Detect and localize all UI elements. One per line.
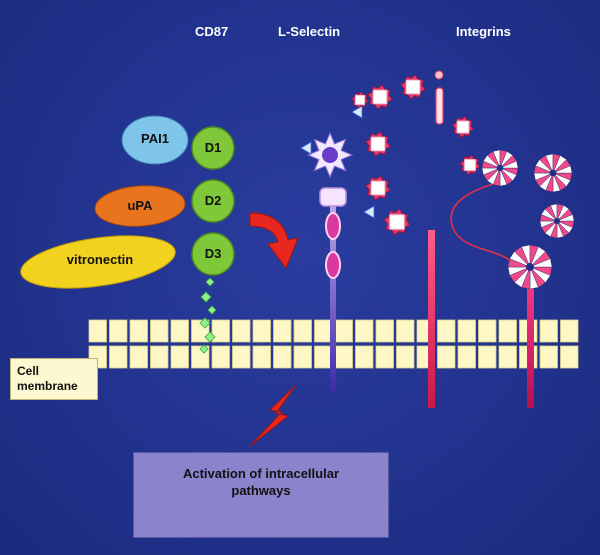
vitronectin-label: vitronectin <box>66 252 134 267</box>
integrin-rosette <box>507 244 553 290</box>
integrin-subunit <box>365 175 391 201</box>
pai1-label: PAI1 <box>141 131 169 146</box>
membrane-cell <box>293 345 312 369</box>
membrane-cell <box>457 319 476 343</box>
membrane-cell <box>170 319 189 343</box>
membrane-cell <box>539 345 558 369</box>
cell-membrane-label: Cell membrane <box>10 358 98 400</box>
d1-label: D1 <box>204 140 222 155</box>
l-selectin-domain <box>325 212 341 240</box>
upa-ellipse <box>94 185 186 227</box>
membrane-cell <box>211 319 230 343</box>
membrane-cell <box>109 319 128 343</box>
integrin-tail <box>450 179 516 266</box>
membrane-cell <box>293 319 312 343</box>
integrin-subunit <box>400 74 426 100</box>
d1-domain <box>191 126 235 170</box>
membrane-cell <box>478 345 497 369</box>
integrin-subunit <box>367 84 393 110</box>
membrane-cell <box>396 319 415 343</box>
membrane-cell <box>252 319 271 343</box>
membrane-cell <box>232 319 251 343</box>
membrane-cell <box>129 319 148 343</box>
membrane-cell <box>314 345 333 369</box>
integrin-rosette <box>533 153 573 193</box>
membrane-cell <box>498 319 517 343</box>
d2-label: D2 <box>204 193 222 208</box>
integrin-dot <box>434 70 444 80</box>
integrin-subunit <box>451 115 475 139</box>
membrane-cell <box>437 319 456 343</box>
l-selectin-stem <box>330 188 336 393</box>
membrane-cell <box>273 345 292 369</box>
membrane-cell <box>150 319 169 343</box>
membrane-cell <box>109 345 128 369</box>
l-selectin-header: L-Selectin <box>278 24 341 39</box>
d3-domain <box>191 232 235 276</box>
integrin-rosette <box>481 149 519 187</box>
integrin-subunit <box>351 91 369 109</box>
activation-box: Activation of intracellular pathways <box>133 452 389 538</box>
membrane-cell <box>129 345 148 369</box>
lightning-bolt-icon <box>249 384 297 447</box>
membrane-cell <box>498 345 517 369</box>
integrin-rosette <box>539 203 575 239</box>
membrane-cell <box>355 345 374 369</box>
integrin-subunit <box>383 208 411 236</box>
gpi-anchor <box>199 277 217 354</box>
membrane-cell <box>232 345 251 369</box>
membrane-cell <box>539 319 558 343</box>
membrane-cell <box>478 319 497 343</box>
selectin-glycan <box>363 205 375 219</box>
integrin-beta-chain <box>481 149 575 290</box>
integrins-header: Integrins <box>456 24 511 39</box>
integrin-bar <box>435 87 444 125</box>
l-selectin-domain <box>325 251 341 279</box>
upa-label: uPA <box>127 198 153 213</box>
membrane-cell <box>252 345 271 369</box>
membrane-cell <box>150 345 169 369</box>
selectin-glycan <box>300 141 312 155</box>
membrane-cell <box>314 319 333 343</box>
membrane-cell <box>396 345 415 369</box>
d3-label: D3 <box>204 246 222 261</box>
membrane-cell <box>273 319 292 343</box>
integrin-alpha-chain <box>351 74 481 236</box>
selectin-glycan <box>351 105 363 119</box>
membrane-cell <box>334 319 353 343</box>
l-selectin-domain <box>319 187 347 207</box>
membrane-cell <box>437 345 456 369</box>
membrane-cell <box>560 319 579 343</box>
membrane-cell <box>88 319 107 343</box>
membrane-cell <box>457 345 476 369</box>
membrane-cell <box>560 345 579 369</box>
l-selectin-head <box>300 105 375 219</box>
d2-domain <box>191 179 235 223</box>
curved-arrow-icon <box>249 212 299 270</box>
integrin-subunit <box>365 131 391 157</box>
integrin-stem <box>527 268 534 408</box>
membrane-cell <box>334 345 353 369</box>
pai1-ellipse <box>121 115 189 165</box>
membrane-cell <box>355 319 374 343</box>
integrin-subunit <box>459 154 481 176</box>
integrin-stem <box>428 230 435 408</box>
membrane-cell <box>375 319 394 343</box>
membrane-cell <box>375 345 394 369</box>
vitronectin-ellipse <box>20 235 176 289</box>
cd87-header: CD87 <box>195 24 229 39</box>
membrane-cell <box>211 345 230 369</box>
membrane-cell <box>170 345 189 369</box>
